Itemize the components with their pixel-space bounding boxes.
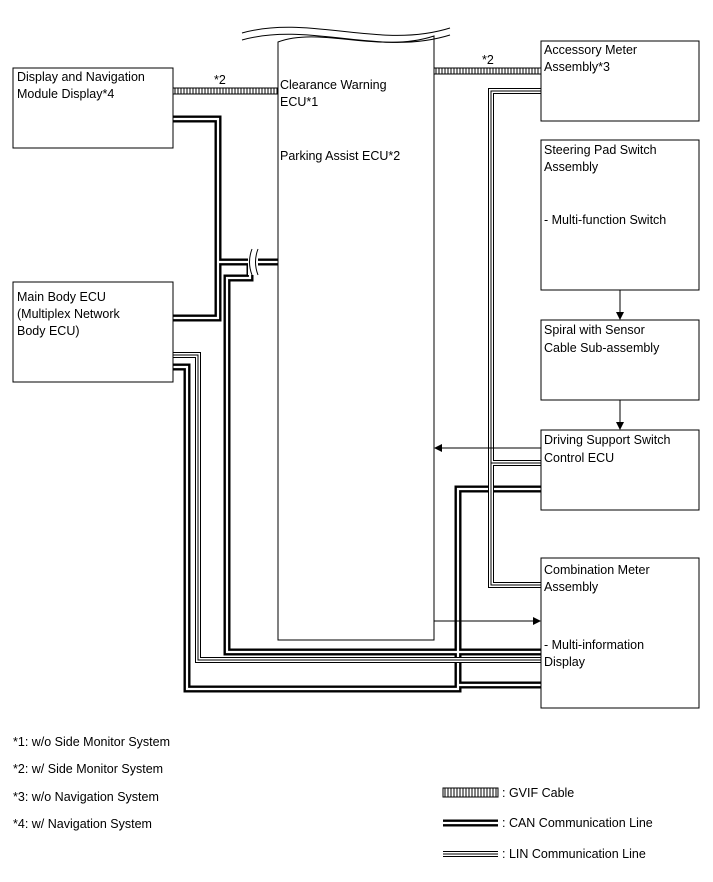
- footnote-3: *3: w/o Navigation System: [13, 790, 159, 804]
- accessory-meter-label-1: Accessory Meter: [544, 43, 637, 57]
- display-nav-label-2: Module Display*4: [17, 87, 114, 101]
- accessory-meter-box: [540, 40, 700, 122]
- main-body-label-1: Main Body ECU: [17, 290, 106, 304]
- line-break-mark: [248, 248, 259, 276]
- combination-meter-label-4: Display: [544, 655, 586, 669]
- legend-can-label: : CAN Communication Line: [502, 816, 653, 830]
- footnotes: *1: w/o Side Monitor System *2: w/ Side …: [13, 735, 170, 831]
- steering-pad-label-2: Assembly: [544, 160, 599, 174]
- parking-assist-label: Parking Assist ECU*2: [280, 149, 400, 163]
- display-nav-label-1: Display and Navigation: [17, 70, 145, 84]
- legend-lin-label: : LIN Communication Line: [502, 847, 646, 861]
- combination-meter-label-3: - Multi-information: [544, 638, 644, 652]
- main-body-label-2: (Multiplex Network: [17, 307, 121, 321]
- signal-arrows: [434, 290, 624, 625]
- gvif-cable-right: [433, 67, 542, 75]
- display-nav-box: [12, 67, 174, 149]
- wavy-break-top: [241, 26, 451, 36]
- footnote-4: *4: w/ Navigation System: [13, 817, 152, 831]
- gvif-cable-left: [172, 87, 279, 95]
- legend-gvif-label: : GVIF Cable: [502, 786, 574, 800]
- accessory-meter-label-2: Assembly*3: [544, 60, 610, 74]
- gvif-tag-right: *2: [482, 53, 494, 67]
- driving-support-box: [540, 429, 700, 511]
- steering-pad-box: [540, 139, 700, 291]
- legend: : GVIF Cable : CAN Communication Line : …: [442, 786, 653, 861]
- clearance-warning-label-1: Clearance Warning: [280, 78, 387, 92]
- spiral-cable-box: [540, 319, 700, 401]
- driving-support-label-2: Control ECU: [544, 451, 614, 465]
- lin-lines: [173, 88, 541, 663]
- steering-pad-label-1: Steering Pad Switch: [544, 143, 657, 157]
- combination-meter-box: [540, 557, 700, 709]
- spiral-label-2: Cable Sub-assembly: [544, 341, 660, 355]
- main-body-label-3: Body ECU): [17, 324, 80, 338]
- main-body-ecu-box: [12, 281, 174, 383]
- combination-meter-label-1: Combination Meter: [544, 563, 650, 577]
- gvif-tag-left: *2: [214, 73, 226, 87]
- footnote-1: *1: w/o Side Monitor System: [13, 735, 170, 749]
- steering-pad-label-3: - Multi-function Switch: [544, 213, 666, 227]
- spiral-label-1: Spiral with Sensor: [544, 323, 645, 337]
- driving-support-label-1: Driving Support Switch: [544, 433, 670, 447]
- combination-meter-label-2: Assembly: [544, 580, 599, 594]
- clearance-warning-label-2: ECU*1: [280, 95, 318, 109]
- footnote-2: *2: w/ Side Monitor System: [13, 762, 163, 776]
- legend-gvif-swatch: [442, 787, 499, 798]
- center-ecu-box: [277, 35, 435, 641]
